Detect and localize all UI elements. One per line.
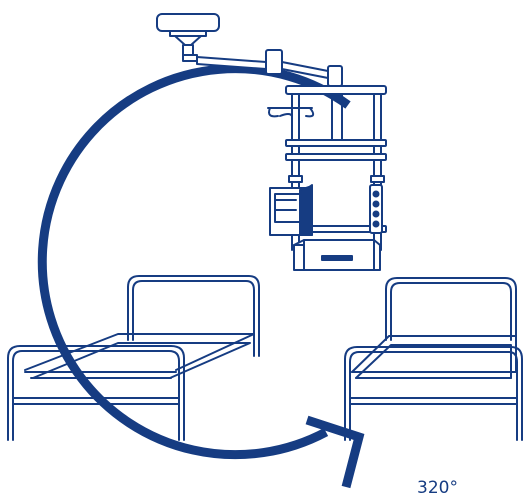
hospital-bed-left-icon <box>7 275 260 441</box>
hospital-bed-right-icon <box>344 277 523 441</box>
monitor-icon <box>269 184 313 236</box>
drawer-icon <box>293 239 381 271</box>
rotation-ring <box>37 64 351 460</box>
rotation-arrow-icon <box>305 415 365 489</box>
rotation-angle-label: 320° <box>417 478 458 498</box>
socket-strip-icon <box>369 184 383 234</box>
ceiling-mount-icon <box>156 13 220 56</box>
